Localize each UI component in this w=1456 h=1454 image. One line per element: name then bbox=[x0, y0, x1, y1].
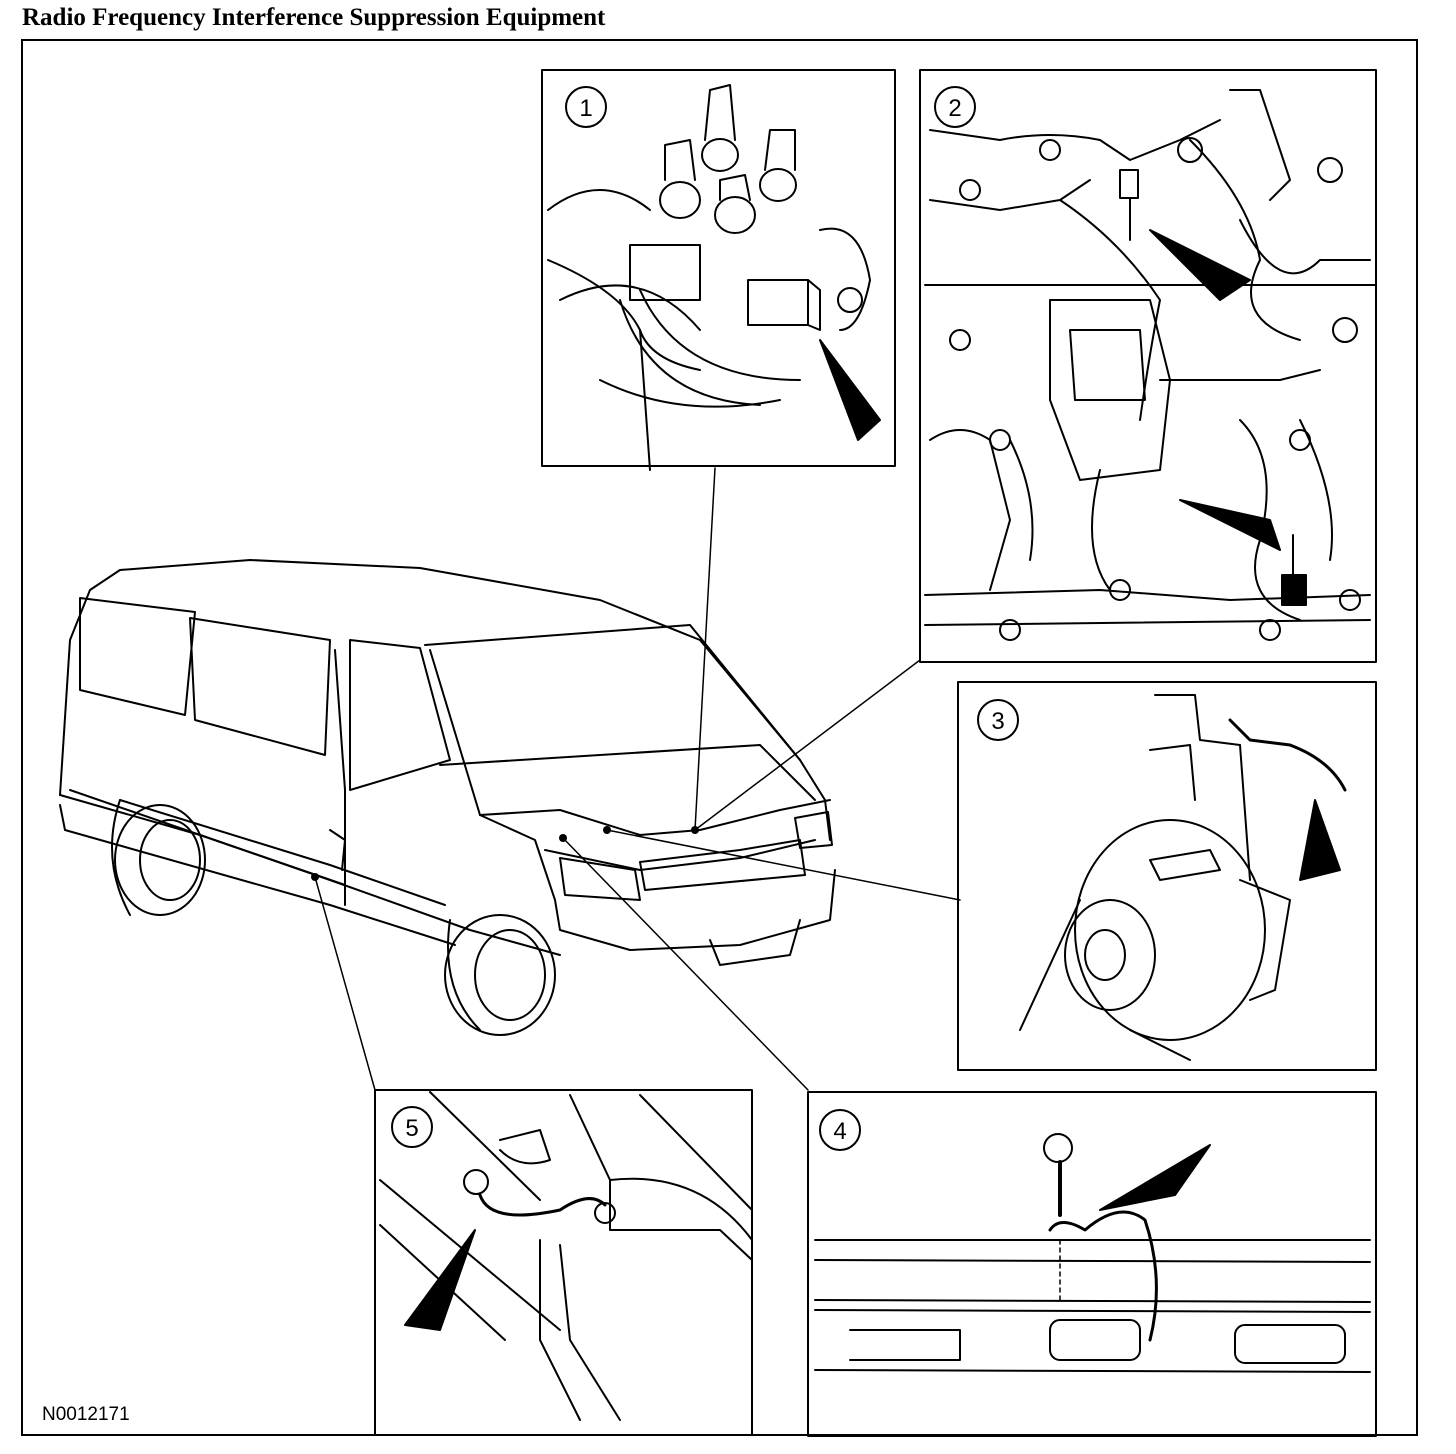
arrow-icon bbox=[1099, 1144, 1211, 1211]
figure-id: N0012171 bbox=[42, 1404, 130, 1425]
panel-2: 2 bbox=[919, 69, 1377, 663]
callout-5-circle bbox=[391, 1106, 433, 1148]
page-title: Radio Frequency Interference Suppression… bbox=[22, 4, 606, 31]
panel-3: 3 bbox=[957, 681, 1377, 1071]
callout-5-number: 5 bbox=[405, 1115, 418, 1142]
callout-3-number: 3 bbox=[991, 708, 1004, 735]
callout-3-circle bbox=[977, 699, 1019, 741]
arrow-icon bbox=[1149, 229, 1251, 301]
callout-1-circle bbox=[565, 86, 607, 128]
arrow-icon bbox=[1179, 499, 1281, 551]
arrow-icon bbox=[404, 1229, 476, 1331]
panel-4: 4 bbox=[807, 1091, 1377, 1437]
arrow-icon bbox=[819, 339, 881, 441]
callout-4-circle bbox=[819, 1109, 861, 1151]
van-illustration bbox=[59, 559, 836, 1036]
callout-2-circle bbox=[934, 86, 976, 128]
panel-1: 1 bbox=[541, 69, 896, 471]
leader-dots bbox=[311, 826, 699, 881]
callout-1-number: 1 bbox=[579, 95, 592, 122]
arrow-icon bbox=[1299, 799, 1341, 881]
callout-4-number: 4 bbox=[833, 1118, 846, 1145]
leader-lines bbox=[314, 467, 961, 1091]
callout-2-number: 2 bbox=[948, 95, 961, 122]
panel-5: 5 bbox=[374, 1089, 753, 1436]
